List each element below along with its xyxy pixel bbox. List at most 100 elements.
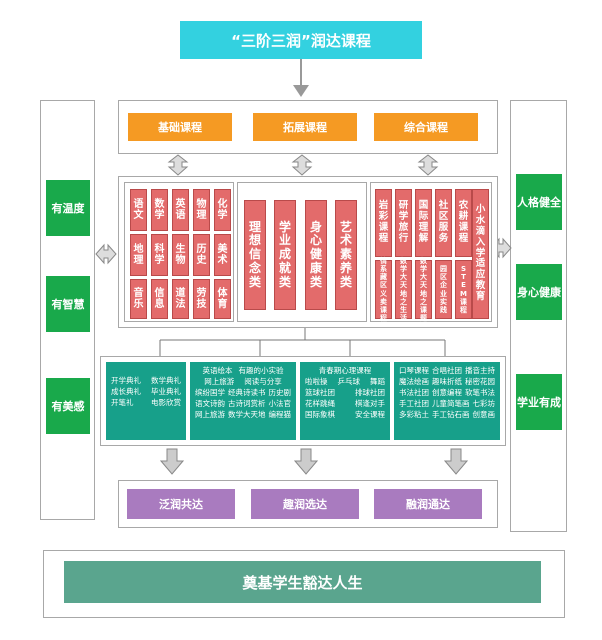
activity-row: 语文诗韵古诗词赏析小法官 [195,399,291,410]
comprehensive-cell: 岩彩课程 [375,189,392,257]
bottom-banner: 奠基学生豁达人生 [64,561,541,603]
activity-box-arts: 口琴课程合唱社团播音主持 魔法绘画趣味折纸秘密花园 书法社团创意编程软笔书法 手… [394,362,500,440]
activity-row: 青春期心理课程 [305,366,385,377]
activity-row: 魔法绘画趣味折纸秘密花园 [399,377,495,388]
activity-item: 秘密花园 [465,376,495,386]
left-label: 有温度 [46,180,90,236]
vertical-text: 生物 [175,243,186,267]
subject-cell: 音乐 [130,279,147,319]
activity-item: 青春期心理课程 [318,366,372,375]
activity-item: 棋逢对手 [355,398,385,408]
diagram-title: “三阶三润”润达课程 [180,21,422,59]
subject-cell: 信息 [151,279,168,319]
vertical-text: 岩彩课程 [378,200,389,244]
vertical-text: 艺术素养类 [340,219,353,289]
activity-row: 国际象棋安全课程 [305,410,385,421]
activity-item: 手工钻石画 [432,409,470,419]
comprehensive-cell: 园区企业实践 [435,260,452,319]
activity-item: 花样跳绳 [305,398,335,408]
activity-item: 合唱社团 [432,366,462,375]
vertical-text: 理想信念类 [249,219,262,289]
theme-cell: 学业成就类 [274,200,296,310]
activity-row: 书法社团创意编程软笔书法 [399,388,495,399]
comprehensive-cell: 社区服务 [435,189,452,257]
subject-cell: 美术 [214,234,231,276]
vertical-text: 英语 [175,198,186,222]
activity-item: 趣味折纸 [432,376,462,386]
subject-cell: 道法 [172,279,189,319]
vertical-text: 研学旅行 [398,200,409,244]
down-arrow-icon [160,448,184,475]
right-label: 人格健全 [516,174,562,230]
vertical-text: 科学 [154,243,165,267]
activity-item: 数学典礼 [151,376,181,385]
outcome-box: 泛润共达 [127,489,235,519]
vertical-text: 地理 [133,243,144,267]
left-double-arrow-icon [95,243,117,265]
activity-item: 毕业典礼 [151,386,181,396]
vertical-text: 学业成就类 [279,219,292,289]
activity-item: 英语绘本 [202,366,233,375]
comprehensive-cell: STEM课程 [455,260,472,319]
vertical-text: 数学大天地之生活 [400,257,407,322]
subject-cell: 英语 [172,189,189,231]
activity-item: 数学大天地 [228,409,266,419]
activity-box-academic: 英语绘本有趣的小实验 网上旅游阅读与分享 缤纷国学经典诗读书历史剧 语文诗韵古诗… [190,362,296,440]
activity-row: 手工社团儿童简笔画七彩坊 [399,399,495,410]
left-label: 有智慧 [46,276,90,332]
subject-cell: 地理 [130,234,147,276]
title-down-arrow [293,59,309,97]
activity-item: 网上旅游 [195,409,225,419]
activity-item: 创意画 [472,409,496,419]
activity-item: 创意编程 [432,387,462,397]
vertical-text: 语文 [133,198,144,222]
subject-cell: 物理 [193,189,210,231]
subject-cell: 数学 [151,189,168,231]
vertical-text: 劳技 [196,287,207,311]
activity-row: 口琴课程合唱社团播音主持 [399,366,495,377]
subject-cell: 劳技 [193,279,210,319]
vertical-text: STEM课程 [460,265,467,314]
subject-cell: 语文 [130,189,147,231]
theme-cell: 理想信念类 [244,200,266,310]
activity-item: 开笔礼 [111,397,134,407]
activity-item: 阅读与分享 [244,376,282,386]
activity-item: 播音主持 [465,366,495,375]
activity-item: 开学典礼 [111,376,141,385]
activity-row: 英语绘本有趣的小实验 [195,366,291,377]
right-label: 学业有成 [516,374,562,430]
comprehensive-cell: 数学大天地之课题 [415,257,432,322]
tier-basic: 基础课程 [128,113,232,141]
activity-item: 啦啦操 [305,376,328,386]
tier-double-arrow-icon [167,154,189,176]
activity-item: 古诗词赏析 [228,398,266,408]
activity-item: 成长典礼 [111,386,141,396]
subject-cell: 化学 [214,189,231,231]
activity-item: 手工社团 [399,398,429,408]
subject-cell: 科学 [151,234,168,276]
vertical-text: 数学大天地之课题 [420,257,427,322]
activity-box-ceremonies: 开学典礼 数学典礼 成长典礼毕业典礼 开笔礼电影欣赏 [106,362,186,440]
vertical-text: 体育 [217,287,228,311]
activity-row: 开笔礼电影欣赏 [111,398,181,409]
tier-double-arrow-icon [291,154,313,176]
activity-box-sports: 青春期心理课程 啦啦操乒乓球舞蹈 篮球社团排球社团 花样跳绳棋逢对手 国际象棋安… [300,362,390,440]
activity-item: 历史剧 [268,387,292,397]
activity-row: 缤纷国学经典诗读书历史剧 [195,388,291,399]
tier-comprehensive: 综合课程 [374,113,478,141]
comprehensive-cell: 研学旅行 [395,189,412,257]
comprehensive-cell: 农耕课程 [455,189,472,257]
activity-item: 口琴课程 [399,366,429,375]
activity-item: 书法社团 [399,387,429,397]
subject-cell: 历史 [193,234,210,276]
vertical-text: 身心健康类 [310,219,323,289]
activity-item: 经典诗读书 [228,387,266,397]
comprehensive-cell: 情系藏区义卖课程 [375,257,392,322]
activity-item: 网上旅游 [204,376,235,386]
vertical-text: 小水滴入学适应教育 [475,203,486,303]
vertical-text: 农耕课程 [458,200,469,244]
subject-cell: 生物 [172,234,189,276]
activity-row: 啦啦操乒乓球舞蹈 [305,377,385,388]
activity-item: 缤纷国学 [195,387,225,397]
activity-item: 乒乓球 [337,376,361,386]
